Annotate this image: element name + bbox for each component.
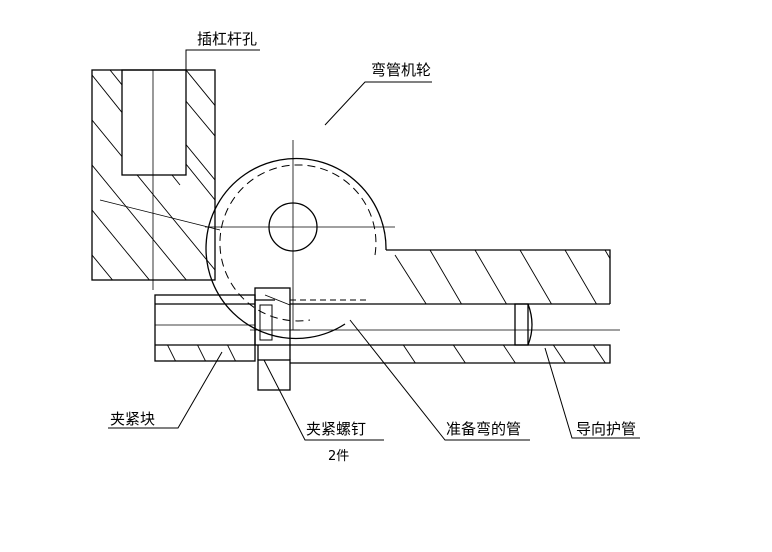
clamp-block [154, 294, 256, 362]
label-clamp-screw: 夹紧螺钉 [306, 420, 366, 438]
label-clamp-screw-qty: 2件 [328, 449, 349, 464]
leader-rod-hole [185, 49, 260, 130]
clamp-screw-body [254, 287, 291, 346]
label-bending-wheel: 弯管机轮 [371, 61, 431, 79]
label-rod-hole: 插杠杆孔 [197, 30, 257, 48]
label-pipe-to-bend: 准备弯的管 [446, 420, 521, 438]
clamp-screw [250, 287, 300, 391]
pipe-joint-ring [514, 303, 529, 346]
guide-pipe-bottom-outline [290, 344, 611, 364]
label-clamp-block: 夹紧块 [110, 410, 155, 428]
leader-pipe-to-bend [349, 319, 530, 441]
pipe-to-bend [290, 299, 620, 346]
clamp-block-outline [154, 294, 256, 362]
guide-pipe-top-outline [386, 249, 611, 304]
label-guide-pipe: 导向护管 [576, 420, 636, 438]
leader-bending-wheel [324, 81, 432, 126]
wheel-groove-dashed [219, 164, 377, 322]
leader-clamp-block [108, 351, 223, 429]
guide-pipe [290, 249, 611, 364]
guide-pipe-hatch [394, 250, 610, 304]
clamp-screw-head [257, 359, 291, 391]
wheel-outline [205, 157, 387, 340]
leader-clamp-screw [263, 359, 384, 441]
bending-wheel [205, 140, 395, 340]
leader-guide-pipe [544, 347, 640, 439]
rod-hole [121, 69, 187, 176]
leader-lines [108, 49, 640, 441]
